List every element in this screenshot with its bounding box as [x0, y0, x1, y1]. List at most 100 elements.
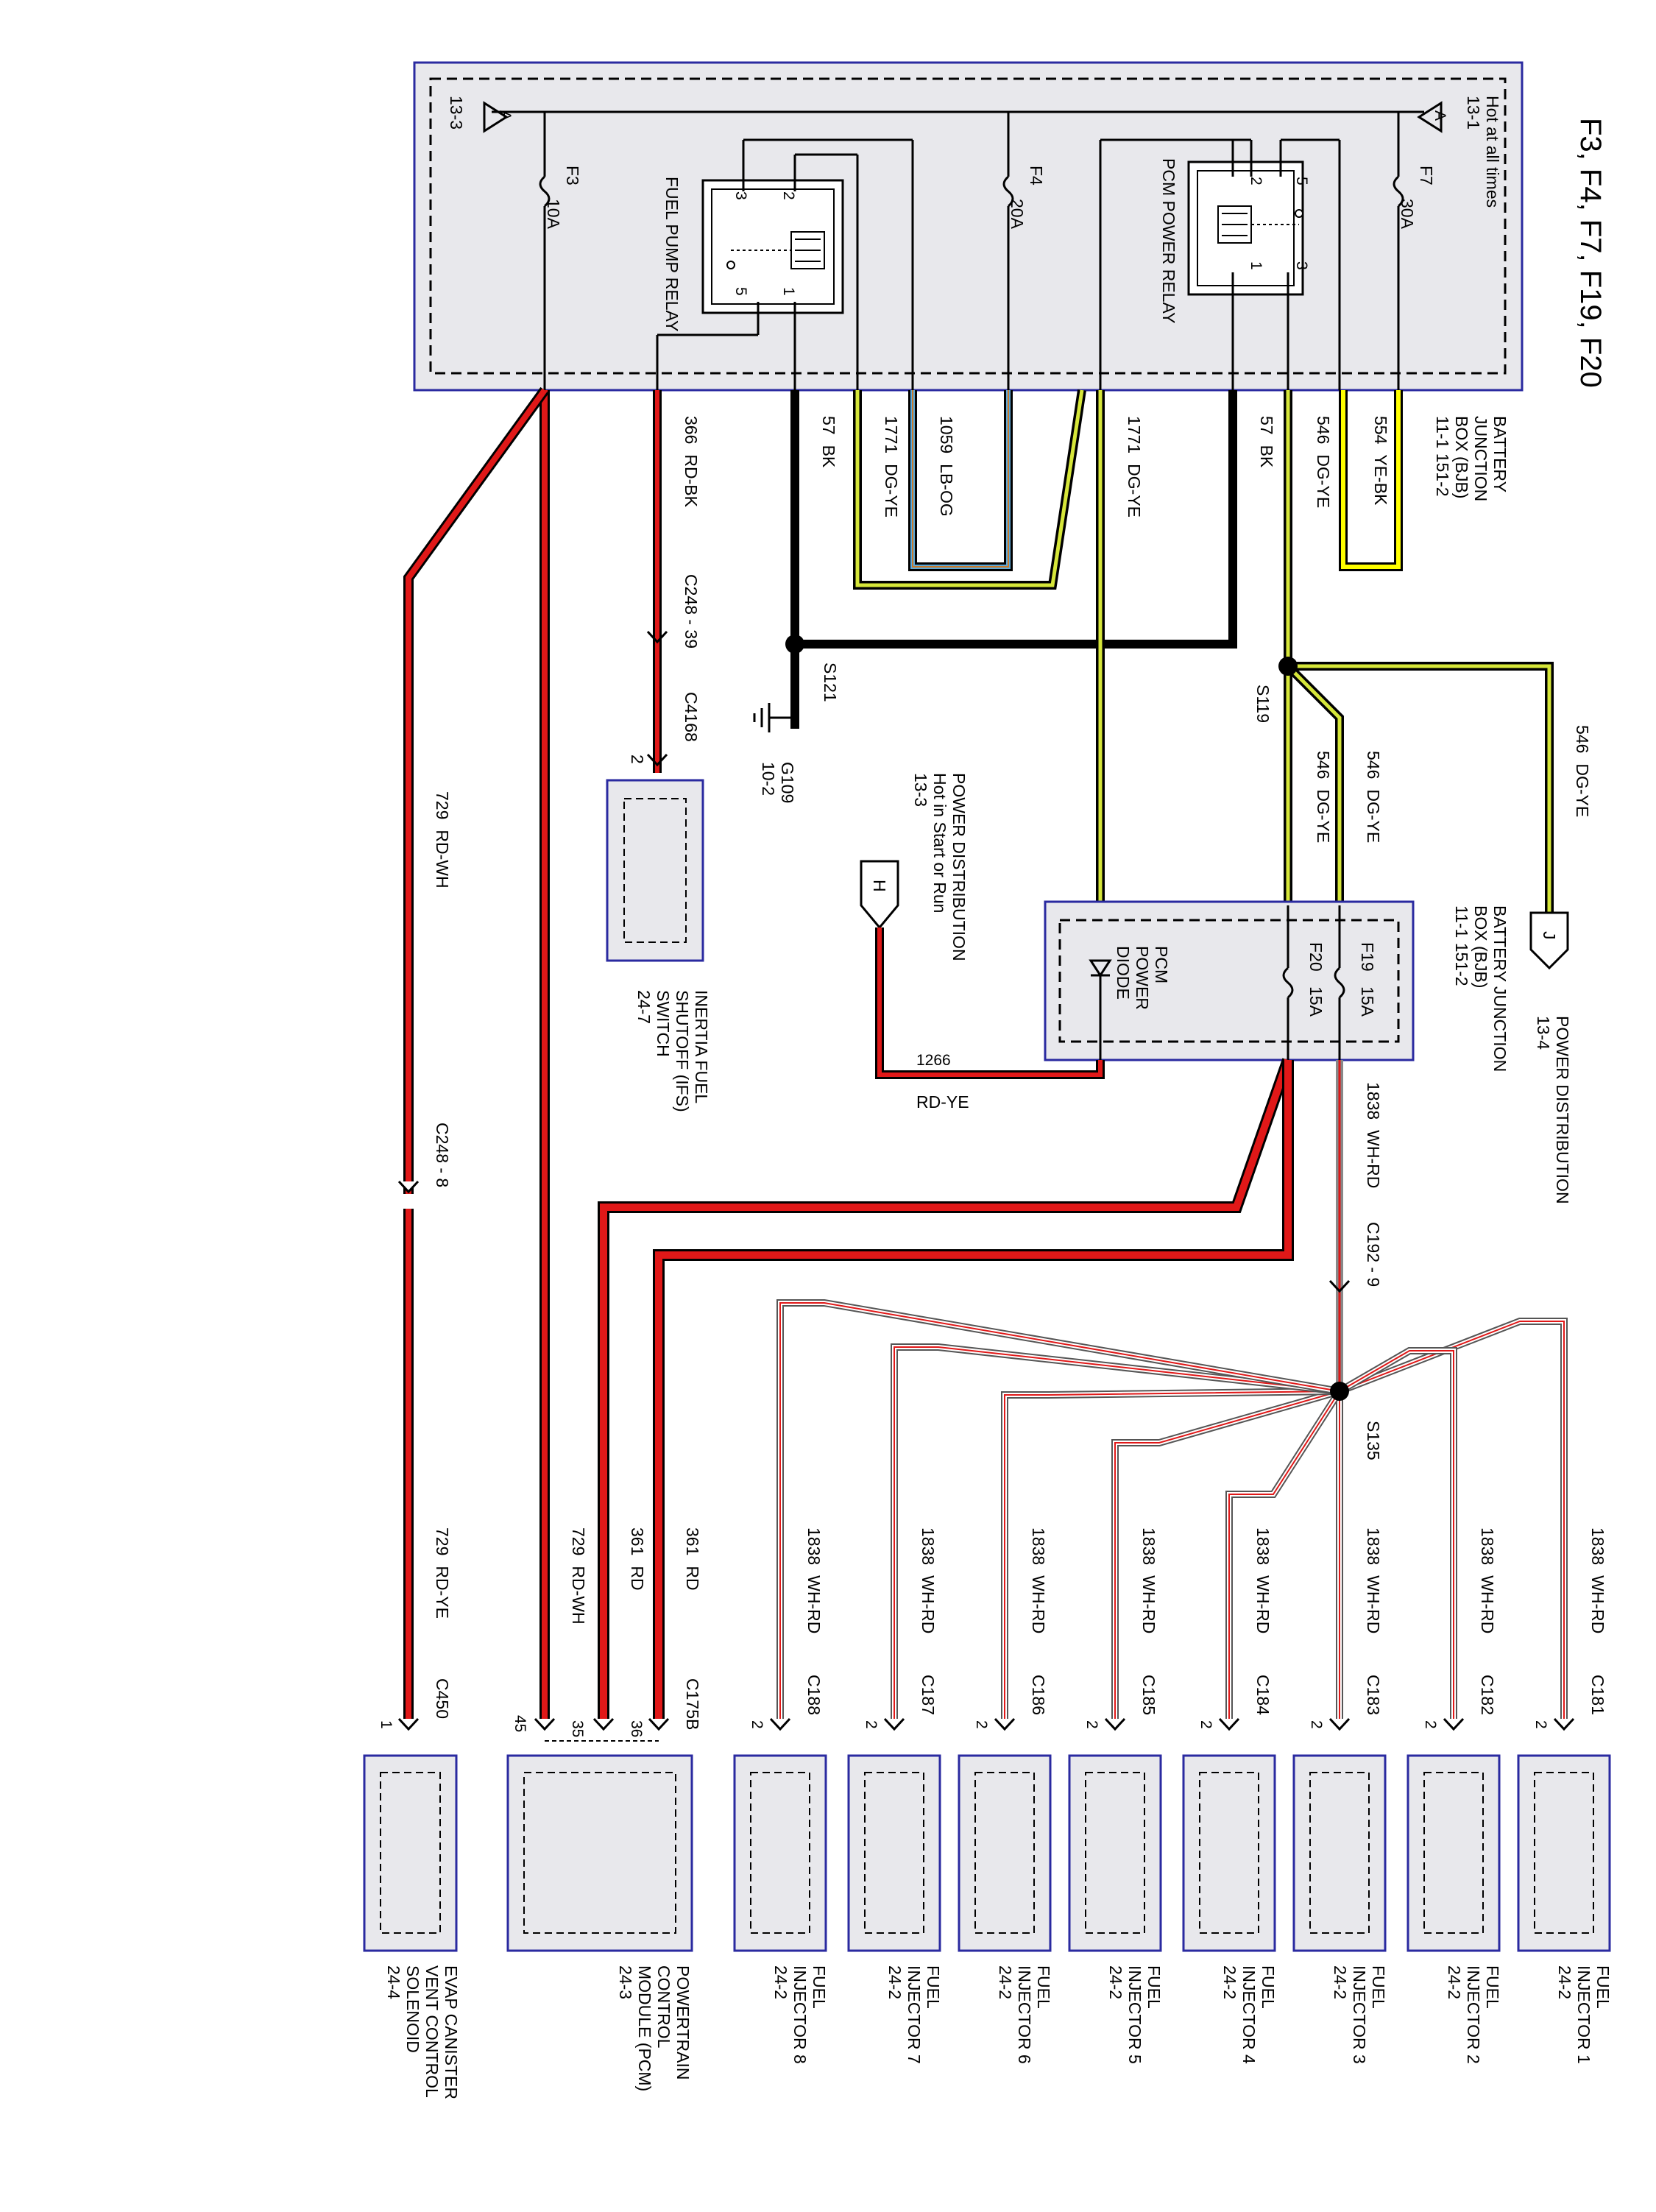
injector-connector-icon	[883, 1717, 905, 1731]
injector-name: FUEL	[924, 1965, 943, 2009]
svg-text:BATTERY: BATTERY	[1490, 416, 1510, 492]
injector-wire-label: 1838WH-RD	[1139, 1527, 1158, 1633]
injector-connector-icon	[1104, 1717, 1126, 1731]
pcm-pin-45: 45	[512, 1715, 528, 1732]
injector-connector-label: C181	[1588, 1675, 1607, 1715]
injector-connector-icon	[1443, 1717, 1465, 1731]
ifs-switch	[606, 779, 704, 962]
connector-c192-label: C192 - 9	[1364, 1222, 1383, 1287]
injector-name: 24-2	[1555, 1965, 1574, 1999]
bjb-mid-label: BATTERY JUNCTION BOX (BJB) 11-1 151-2	[1452, 905, 1510, 1072]
injector-name: 24-2	[1331, 1965, 1350, 1999]
fuse-f19-icon: F19 15A	[1334, 905, 1377, 1060]
ground-ref: 10-2	[759, 762, 778, 796]
injector-connector-label: C182	[1478, 1675, 1497, 1715]
injector-wire-label: 1838WH-RD	[1029, 1527, 1048, 1633]
injector-box	[847, 1754, 941, 1952]
injector-wires	[776, 1299, 1568, 1719]
pcm-pin-36: 36	[628, 1720, 645, 1737]
svg-text:VENT CONTROL: VENT CONTROL	[422, 1965, 442, 2098]
svg-text:1: 1	[780, 287, 797, 296]
wire-554-label: 554YE-BK	[1371, 416, 1390, 506]
connector-c4168-label: C4168	[682, 692, 701, 742]
injector-name: INJECTOR 8	[790, 1965, 810, 2064]
injector-connector-icon	[769, 1717, 791, 1731]
power-distribution-h-icon: H	[860, 860, 899, 930]
power-distribution-j-icon: J	[1529, 911, 1569, 970]
power-distribution-j-label: POWER DISTRIBUTION	[1553, 1016, 1572, 1204]
injector-name: INJECTOR 7	[905, 1965, 924, 2064]
wire-1266-color: RD-YE	[916, 1092, 969, 1112]
ifs-pin: 2	[628, 755, 647, 764]
wire-1059	[908, 390, 1013, 571]
wire-1059-label: 1059LB-OG	[937, 416, 956, 517]
injector-name: 24-2	[771, 1965, 790, 1999]
connector-c248-39-icon	[646, 630, 668, 767]
pcm-pin-35: 35	[569, 1720, 586, 1737]
injector-name: INJECTOR 4	[1239, 1965, 1259, 2064]
svg-text:11-1 151-2: 11-1 151-2	[1452, 905, 1471, 986]
pcm-power-relay-label: PCM POWER RELAY	[1159, 158, 1178, 324]
injector-connector-icon	[1328, 1717, 1351, 1731]
connector-c192-icon	[1328, 1279, 1351, 1293]
svg-text:F4: F4	[1027, 166, 1046, 185]
svg-text:2: 2	[780, 191, 797, 200]
connector-c248-8-label: C248 - 8	[433, 1123, 452, 1187]
splice-s135-label: S135	[1364, 1421, 1383, 1460]
injector-pin: 2	[973, 1720, 990, 1729]
wire-1771-left-label: 1771DG-YE	[882, 416, 901, 517]
fuel-pump-relay-label: FUEL PUMP RELAY	[662, 177, 682, 331]
injector-connector-label: C183	[1364, 1675, 1383, 1715]
injector-name: INJECTOR 3	[1350, 1965, 1369, 2064]
svg-text:2: 2	[1248, 177, 1264, 185]
injector-connector-icon	[1553, 1717, 1575, 1731]
wire-1838-main-label: 1838WH-RD	[1364, 1082, 1383, 1188]
svg-text:5: 5	[1293, 177, 1310, 185]
svg-text:SWITCH: SWITCH	[654, 990, 673, 1057]
svg-text:24-4: 24-4	[384, 1965, 403, 1999]
wire-729-rdwh	[403, 386, 550, 1719]
wire-57-left-label: 57BK	[819, 416, 838, 468]
injector-wire-label: 1838WH-RD	[804, 1527, 824, 1633]
svg-text:F19: F19	[1358, 942, 1377, 972]
svg-text:INERTIA FUEL: INERTIA FUEL	[692, 990, 711, 1103]
svg-text:MODULE (PCM): MODULE (PCM)	[635, 1965, 654, 2091]
svg-text:CONTROL: CONTROL	[654, 1965, 673, 2049]
splice-s119-label: S119	[1253, 685, 1273, 723]
injector-pin: 2	[863, 1720, 880, 1729]
injector-name: FUEL	[1034, 1965, 1053, 2009]
injector-wire-label: 1838WH-RD	[1253, 1527, 1273, 1633]
power-distribution-j-ref: 13-4	[1534, 1016, 1553, 1050]
bjb-mid-box	[1044, 900, 1415, 1061]
wire-1266	[875, 927, 1105, 1079]
svg-text:POWER DISTRIBUTION: POWER DISTRIBUTION	[949, 773, 969, 961]
injector-wire	[1225, 1389, 1343, 1719]
svg-text:BOX (BJB): BOX (BJB)	[1471, 905, 1490, 988]
wire-366-label: 366RD-BK	[682, 416, 701, 508]
injector-connector-label: C186	[1029, 1675, 1048, 1715]
wire-361-label-b: 361RD	[683, 1527, 702, 1591]
bjb-top-box	[413, 61, 1524, 392]
svg-text:1: 1	[1248, 261, 1264, 270]
fuse-f4-icon: F4 20A	[1002, 112, 1046, 390]
injector-name: INJECTOR 2	[1464, 1965, 1483, 2064]
injector-pin: 2	[749, 1720, 765, 1729]
wire-57-right-label: 57BK	[1257, 416, 1276, 468]
fuse-f3-icon: F3 10A	[539, 112, 582, 390]
injector-box	[1182, 1754, 1276, 1952]
hot-label-ref: 13-1	[1464, 96, 1483, 130]
svg-text:F7: F7	[1417, 166, 1436, 185]
injector-wire-label: 1838WH-RD	[1588, 1527, 1607, 1633]
injector-wire-label: 1838WH-RD	[919, 1527, 938, 1633]
injector-box	[1517, 1754, 1611, 1952]
injector-name: FUEL	[1593, 1965, 1613, 2009]
wire-554	[1339, 390, 1403, 571]
connector-c248-39-label: C248 - 39	[682, 574, 701, 649]
fuel-pump-relay: 3 2 1 5	[656, 138, 914, 390]
injector-pin: 2	[1197, 1720, 1214, 1729]
pcm-label: POWERTRAIN CONTROL MODULE (PCM) 24-3	[616, 1965, 693, 2091]
svg-text:24-3: 24-3	[616, 1965, 635, 1999]
svg-text:BOX (BJB): BOX (BJB)	[1452, 416, 1471, 498]
pcm-connector-icons	[534, 1717, 670, 1731]
